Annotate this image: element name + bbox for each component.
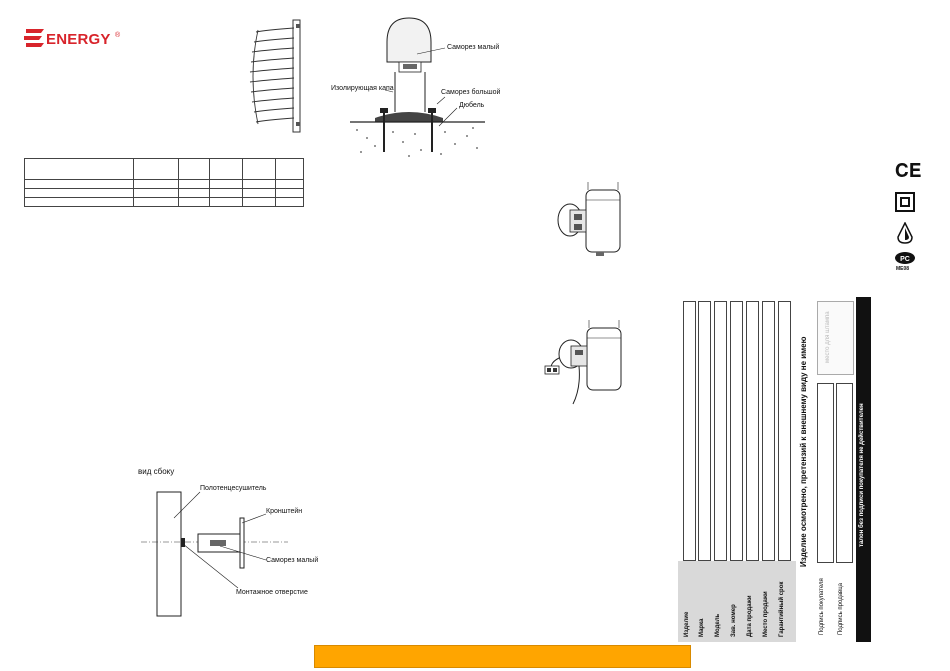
label-mounting-hole: Монтажное отверстие: [236, 589, 308, 596]
side-view-title: вид сбоку: [138, 467, 175, 476]
brand-logo: ENERGY ®: [22, 27, 132, 51]
table-row: [24, 158, 304, 180]
field-label-product: Изделие: [684, 611, 690, 637]
buyer-signature-label: Подпись покупателя: [819, 578, 825, 635]
field-label-brand: Марка: [699, 618, 705, 637]
warranty-card: Изделие Марка Модель Зав. номер Дата про…: [678, 297, 873, 642]
registered-mark: ®: [115, 32, 121, 39]
label-dowel: Дюбель: [459, 102, 485, 109]
label-towel-dryer: Полотенцесушитель: [200, 485, 267, 492]
table-row: [24, 197, 304, 207]
device-drawing-2: [544, 320, 622, 405]
label-bracket: Кронштейн: [266, 508, 303, 515]
drop-protection-icon: [897, 222, 913, 244]
svg-text:PC: PC: [900, 256, 910, 263]
label-large-screw: Саморез большой: [441, 89, 501, 96]
field-label-serial: Зав. номер: [731, 604, 737, 637]
brand-name: ENERGY: [46, 31, 111, 48]
invalid-note: талон без подписи покупателя не действит…: [859, 403, 865, 547]
energy-logo-icon: [24, 29, 44, 47]
field-label-sale-place: Место продажи: [763, 591, 769, 637]
field-label-model: Модель: [715, 613, 721, 637]
table-row: [24, 179, 304, 189]
spec-table: [24, 158, 304, 207]
gost-code: МЕ08: [896, 266, 910, 272]
field-label-warranty-term: Гарантийный срок: [779, 581, 785, 637]
label-small-screw-side: Саморез малый: [266, 557, 319, 564]
side-view-drawing: [141, 491, 288, 617]
gost-r-icon: PC: [895, 252, 915, 264]
inspection-note: Изделие осмотрено, претензий к внешнему …: [799, 336, 808, 567]
installation-drawing: [350, 17, 485, 157]
ce-mark-icon: 𝐂𝐄: [895, 160, 922, 182]
seller-signature-label: Подпись продавца: [838, 582, 844, 635]
stamp-placeholder: место для штампа: [825, 311, 831, 363]
towel-rail-drawing: [249, 19, 301, 133]
label-small-screw: Саморез малый: [447, 44, 500, 51]
device-drawing-1: [557, 182, 621, 256]
table-row: [24, 188, 304, 198]
notice-banner: [314, 645, 691, 668]
label-insulating-pad: Изолирующая капа: [331, 85, 394, 92]
double-insulation-icon: [895, 192, 915, 212]
field-label-sale-date: Дата продажи: [747, 595, 753, 637]
